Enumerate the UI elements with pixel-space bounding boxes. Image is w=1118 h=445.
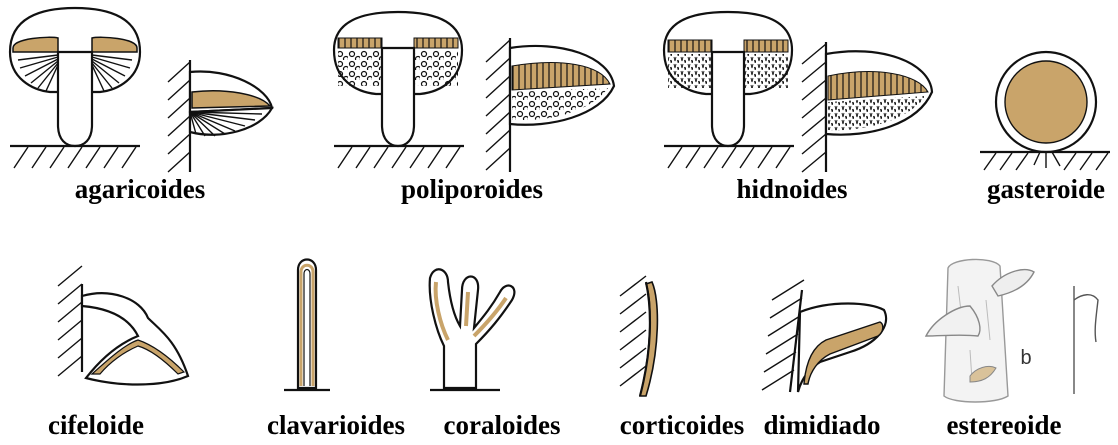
label-clavarioides: clavarioides xyxy=(267,412,405,439)
estereoide-illustration xyxy=(926,259,1098,402)
agaricoides-illustration xyxy=(10,8,272,172)
corticoides-illustration xyxy=(620,276,657,396)
cifeloide-illustration xyxy=(58,266,188,385)
label-estereoide-mark-b: b xyxy=(1020,348,1031,368)
label-hidnoides: hidnoides xyxy=(736,176,847,203)
label-gasteroide: gasteroide xyxy=(987,176,1105,203)
coraloides-illustration xyxy=(430,269,515,390)
label-estereoide: estereoide xyxy=(947,412,1062,439)
label-corticoides: corticoides xyxy=(620,412,744,439)
clavarioides-illustration xyxy=(284,260,330,391)
label-dimidiado: dimidiado xyxy=(763,412,880,439)
label-coraloides: coraloides xyxy=(444,412,561,439)
label-poliporoides: poliporoides xyxy=(401,176,543,203)
label-agaricoides: agaricoides xyxy=(75,176,205,203)
dimidiado-illustration xyxy=(762,280,886,392)
label-cifeloide: cifeloide xyxy=(48,412,144,439)
hidnoides-illustration xyxy=(664,12,932,172)
poliporoides-illustration xyxy=(334,12,614,172)
gasteroide-illustration xyxy=(980,52,1110,170)
